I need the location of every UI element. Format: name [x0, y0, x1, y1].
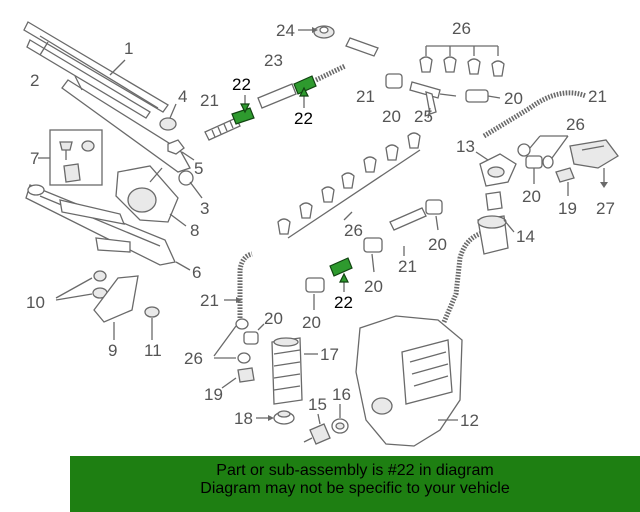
callout-26c: 26	[344, 221, 363, 240]
part-20-sleeve-c	[525, 155, 543, 169]
callout-5: 5	[194, 159, 203, 178]
callout-19b: 19	[204, 385, 223, 404]
part-13-bracket	[479, 153, 517, 187]
callout-15: 15	[308, 395, 327, 414]
part-20-sleeve-e	[363, 237, 383, 253]
part-20-sleeve-f	[305, 277, 325, 293]
callout-1: 1	[124, 39, 133, 58]
part-20-sleeve-a	[385, 73, 403, 89]
part-24-grommet	[313, 25, 335, 39]
part-7-kit	[38, 129, 103, 186]
part-22-connector-a	[231, 107, 255, 125]
part-21-nozzle-top	[345, 37, 379, 57]
callout-24: 24	[276, 21, 295, 40]
banner-line-2: Diagram may not be specific to your vehi…	[200, 480, 510, 497]
part-21-tube-middle	[389, 207, 427, 231]
part-22-connector-b	[293, 75, 317, 95]
part-23-tube	[257, 83, 297, 109]
callout-23: 23	[264, 51, 283, 70]
part-5-nut	[167, 139, 185, 155]
callout-16: 16	[332, 385, 351, 404]
callout-25: 25	[414, 107, 433, 126]
callout-9: 9	[108, 341, 117, 360]
part-26-clips-middle	[277, 132, 421, 239]
callout-10: 10	[26, 293, 45, 312]
part-27-pump	[569, 139, 619, 188]
part-19-valve-lower	[237, 367, 255, 383]
callout-7: 7	[30, 149, 39, 168]
part-11-nut	[144, 306, 160, 318]
callout-22b: 22	[294, 109, 313, 128]
callout-26a: 26	[452, 19, 471, 38]
banner-line-1: Part or sub-assembly is #22 in diagram	[216, 462, 494, 479]
part-26-clips-right	[517, 135, 569, 169]
callout-20c: 20	[522, 187, 541, 206]
callout-21b: 21	[356, 87, 375, 106]
callout-labels: 1 2 3 4 5 6 7 8 9 10 11 12 13 14 15 16 1…	[26, 19, 615, 430]
callout-17: 17	[320, 345, 339, 364]
callout-22a: 22	[232, 75, 251, 94]
part-26-clips-top	[419, 45, 505, 77]
callout-27: 27	[596, 199, 615, 218]
part-12-washer-reservoir	[355, 315, 463, 447]
callout-14: 14	[516, 227, 535, 246]
part-20-sleeve-b	[465, 89, 489, 103]
parts-diagram: 1 2 3 4 5 6 7 8 9 10 11 12 13 14 15 16 1…	[23, 19, 619, 447]
part-21-nozzle-left	[204, 117, 241, 141]
callout-8: 8	[190, 221, 199, 240]
callout-21d: 21	[398, 257, 417, 276]
part-20-sleeve-g	[243, 331, 259, 345]
callout-3: 3	[200, 199, 209, 218]
part-22-connector-c	[329, 257, 353, 277]
callout-20b: 20	[504, 89, 523, 108]
part-19-valve	[555, 167, 575, 183]
callout-11: 11	[144, 341, 162, 360]
callout-22c: 22	[334, 293, 353, 312]
part-20-sleeve-d	[425, 199, 443, 215]
callout-20a: 20	[382, 107, 401, 126]
part-17-pump	[271, 337, 318, 405]
part-9-bracket	[93, 275, 139, 323]
callout-21c: 21	[588, 87, 607, 106]
callout-20f: 20	[302, 313, 321, 332]
wiper-blade-assembly	[23, 21, 169, 119]
part-6-wiper-linkage	[25, 184, 191, 271]
callout-20e: 20	[364, 277, 383, 296]
callout-19a: 19	[558, 199, 577, 218]
wiper-arm	[61, 75, 203, 199]
info-banner: Part or sub-assembly is #22 in diagram D…	[70, 456, 640, 512]
callout-18: 18	[234, 409, 253, 428]
callout-13: 13	[456, 137, 475, 156]
part-25-t-connector	[409, 81, 457, 115]
part-26-clips-lower	[213, 318, 251, 364]
callout-20g: 20	[264, 309, 283, 328]
callout-21a: 21	[200, 91, 219, 110]
part-14-filler-neck	[441, 191, 515, 323]
callout-2: 2	[30, 71, 39, 90]
part-16-seal	[331, 418, 349, 434]
part-15-sensor	[303, 423, 331, 445]
callout-4: 4	[178, 87, 187, 106]
callout-12: 12	[460, 411, 479, 430]
part-18-grommet	[273, 410, 295, 425]
callout-26d: 26	[184, 349, 203, 368]
part-8-wiper-motor	[115, 165, 187, 227]
callout-21e: 21	[200, 291, 219, 310]
callout-20d: 20	[428, 235, 447, 254]
callout-26b: 26	[566, 115, 585, 134]
callout-6: 6	[192, 263, 201, 282]
part-4-cap	[159, 117, 177, 131]
